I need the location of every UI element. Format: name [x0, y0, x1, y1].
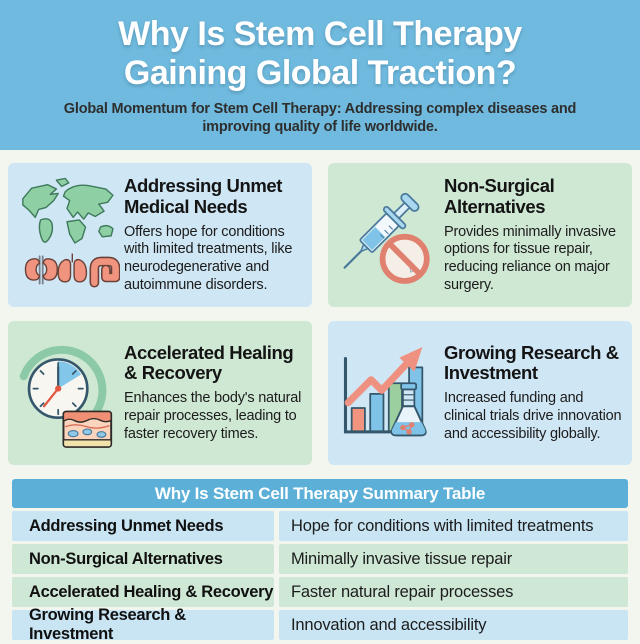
card-title: Growing Research & Investment [444, 341, 619, 384]
card-body: Enhances the body's natural repair proce… [124, 390, 302, 442]
table-row-value: Hope for conditions with limited treatme… [279, 511, 628, 541]
card-growing-research-investment: Growing Research & Investment Increased … [328, 321, 632, 465]
summary-table-title: Why Is Stem Cell Therapy Summary Table [12, 479, 628, 508]
card-title: Accelerated Healing & Recovery [124, 341, 294, 384]
summary-table: Why Is Stem Cell Therapy Summary Table A… [12, 479, 628, 643]
page-title-line-1: Why Is Stem Cell Therapy [118, 15, 522, 53]
card-body: Increased funding and clinical trials dr… [444, 390, 622, 442]
card-non-surgical-alternatives: Non-Surgical Alternatives Provides minim… [328, 163, 632, 307]
table-row-value: Minimally invasive tissue repair [279, 544, 628, 574]
card-addressing-unmet-medical-needs: Addressing Unmet Medical Needs Offers ho… [8, 163, 312, 307]
syringe-no-surgery-icon [334, 171, 440, 299]
card-text-block: Accelerated Healing & Recovery Enhances … [120, 341, 302, 444]
card-text-block: Non-Surgical Alternatives Provides minim… [440, 174, 622, 295]
table-row-label: Growing Research & Investment [12, 606, 274, 643]
table-row: Non-Surgical Alternatives Minimally inva… [12, 544, 628, 574]
page-title-line-2: Gaining Global Traction? [123, 53, 517, 92]
card-text-block: Growing Research & Investment Increased … [440, 341, 622, 444]
table-row-label: Addressing Unmet Needs [12, 511, 274, 541]
table-row-label: Non-Surgical Alternatives [12, 544, 274, 574]
card-text-block: Addressing Unmet Medical Needs Offers ho… [120, 174, 302, 295]
table-row: Accelerated Healing & Recovery Faster na… [12, 577, 628, 607]
growth-chart-flask-icon [334, 329, 440, 457]
world-map-organs-icon [14, 171, 120, 299]
page-subtitle: Global Momentum for Stem Cell Therapy: A… [63, 100, 577, 135]
table-row: Growing Research & Investment Innovation… [12, 606, 628, 643]
table-row: Addressing Unmet Needs Hope for conditio… [12, 511, 628, 541]
table-row-label: Accelerated Healing & Recovery [12, 577, 274, 607]
card-body: Provides minimally invasive options for … [444, 223, 616, 293]
clock-skin-recovery-icon [14, 329, 120, 457]
card-accelerated-healing-recovery: Accelerated Healing & Recovery Enhances … [8, 321, 312, 465]
table-row-value: Innovation and accessibility [279, 610, 628, 640]
card-title: Non-Surgical Alternatives [444, 174, 555, 217]
card-title: Addressing Unmet Medical Needs [124, 174, 283, 217]
feature-cards-grid: Addressing Unmet Medical Needs Offers ho… [0, 150, 640, 465]
table-row-value: Faster natural repair processes [279, 577, 628, 607]
card-body: Offers hope for conditions with limited … [124, 223, 293, 293]
